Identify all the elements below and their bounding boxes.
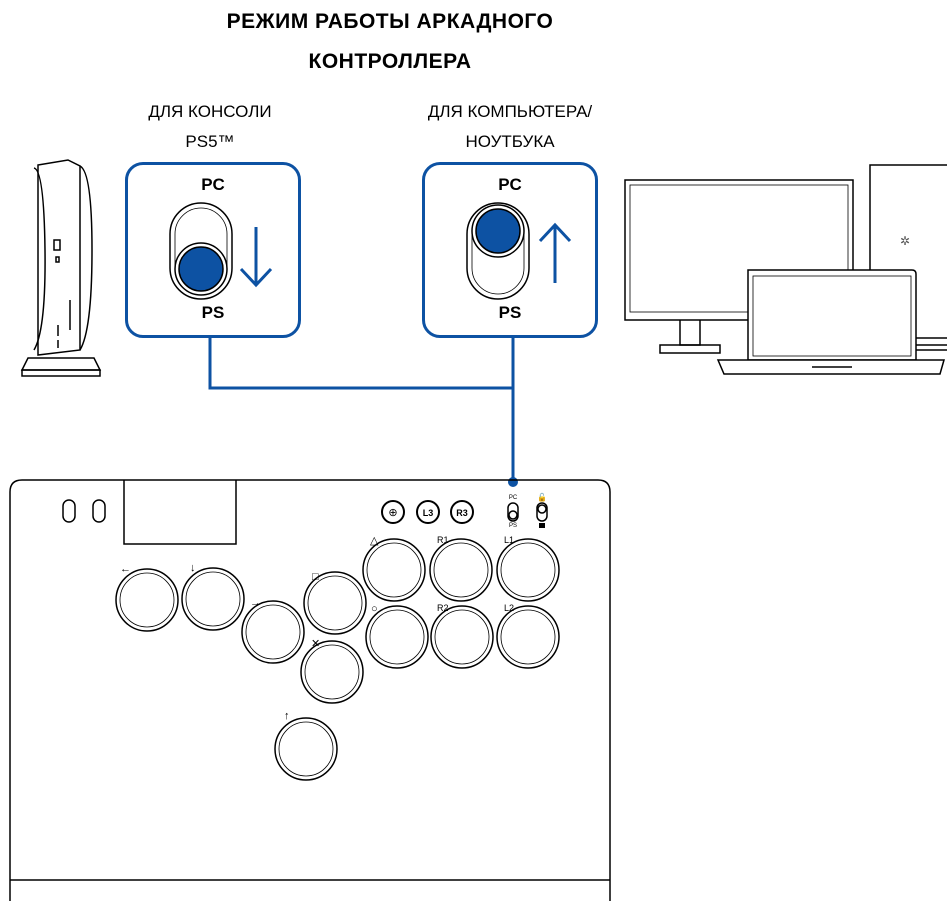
arcade-controller <box>9 479 611 901</box>
pc-mode-switch-panel: PC PS <box>422 162 598 338</box>
console-mode-label-line-1: ДЛЯ КОНСОЛИ <box>148 102 272 121</box>
switch-graphic <box>169 202 273 300</box>
svg-text:✲: ✲ <box>900 234 910 248</box>
title-line-1: РЕЖИМ РАБОТЫ АРКАДНОГО <box>226 10 554 33</box>
connector-lines <box>208 336 515 480</box>
pc-mode-label-line-2: НОУТБУКА <box>465 132 555 151</box>
switch-label-pc: PC <box>201 175 225 194</box>
title-line-2: КОНТРОЛЛЕРА <box>308 50 472 73</box>
switch-label-pc: PC <box>498 175 522 194</box>
connector-dot <box>508 477 518 487</box>
switch-label-ps: PS <box>498 303 522 322</box>
ps5-console-icon <box>20 159 102 377</box>
switch-graphic <box>466 202 572 300</box>
pc-laptop-icon: ✲ <box>624 164 947 375</box>
pc-mode-label-line-1: ДЛЯ КОМПЬЮТЕРА/ <box>427 102 593 121</box>
console-mode-label-line-2: PS5™ <box>185 132 235 151</box>
switch-label-ps: PS <box>201 303 225 322</box>
console-mode-switch-panel: PC PS <box>125 162 301 338</box>
